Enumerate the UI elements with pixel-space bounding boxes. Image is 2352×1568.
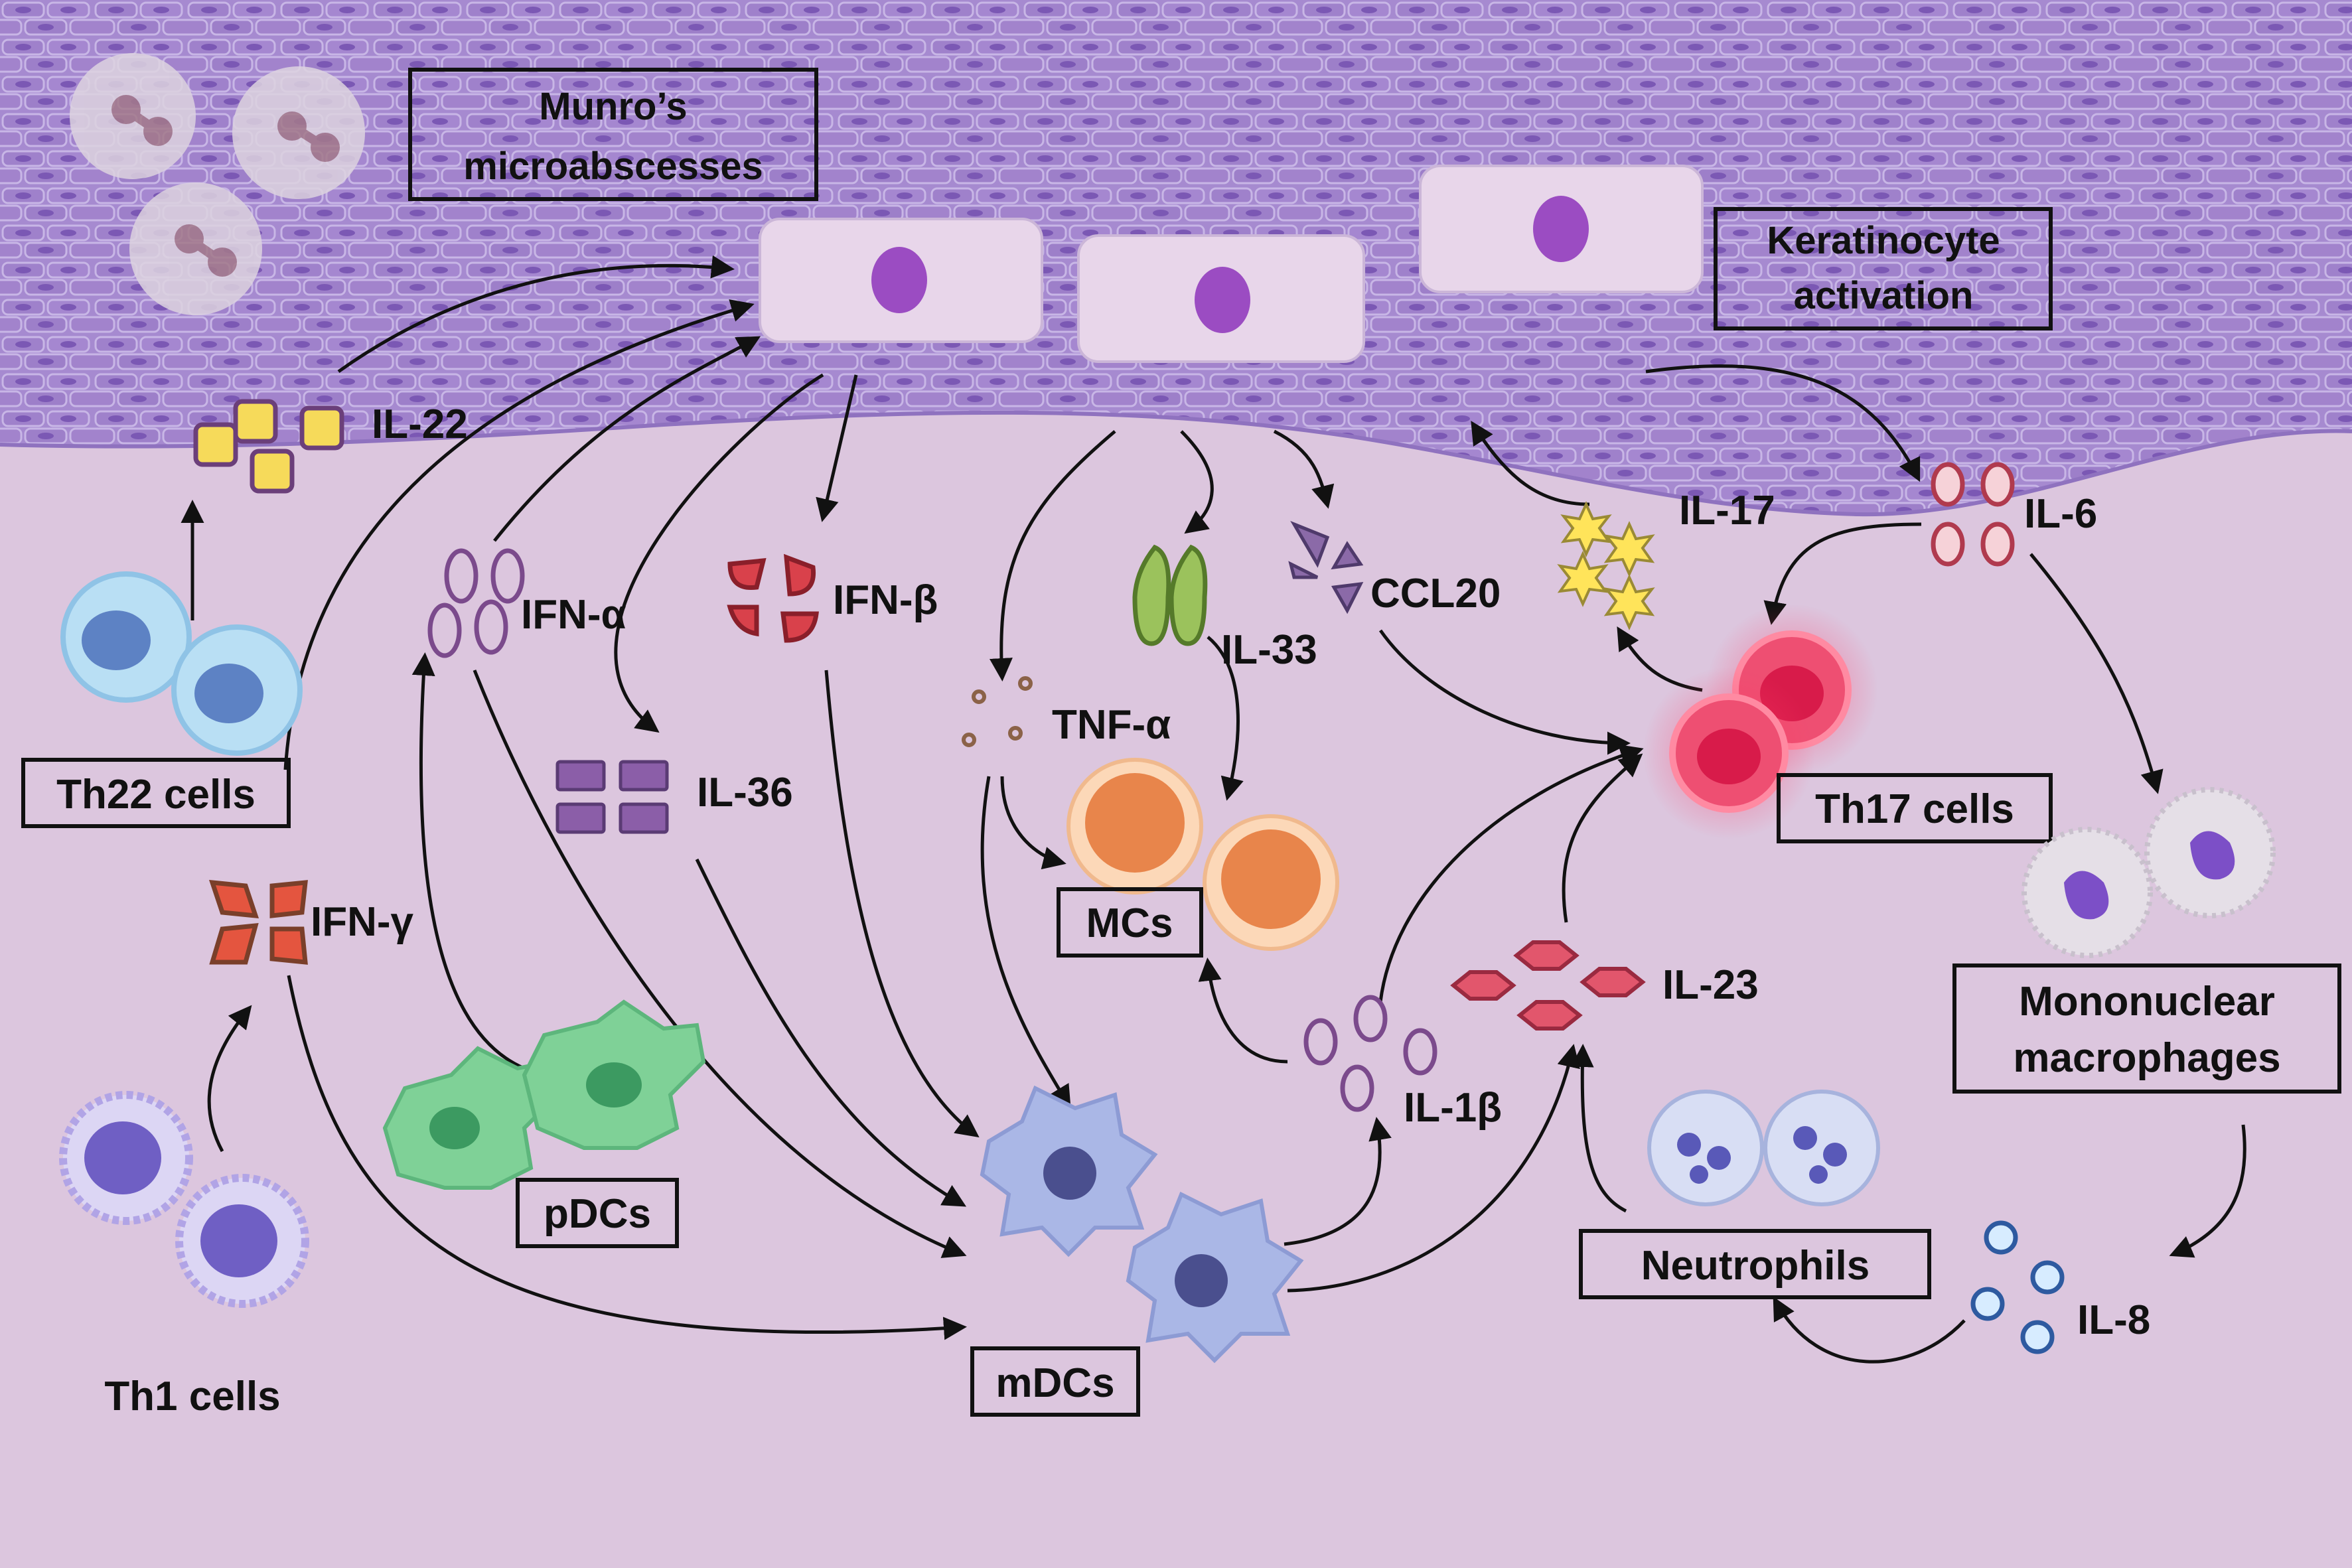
munro-box <box>408 68 818 201</box>
il23-cytokine <box>1450 940 1646 1031</box>
th22-cells <box>60 571 303 756</box>
ifng-label: IFN-γ <box>311 899 414 945</box>
il8-label: IL-8 <box>2077 1297 2150 1343</box>
mast-cells <box>1066 758 1339 951</box>
mdcs-label: mDCs <box>995 1360 1114 1406</box>
keratinocyte-label-line1: Keratinocyte <box>1767 219 2000 262</box>
th17-box <box>1777 773 2053 843</box>
ccl20-label: CCL20 <box>1370 571 1501 616</box>
il17-label: IL-17 <box>1679 488 1775 534</box>
keratinocyte-activation-box <box>1714 207 2053 330</box>
il23-label: IL-23 <box>1662 962 1759 1008</box>
ccl20-cytokine <box>1288 520 1364 614</box>
mdc-cells <box>980 1085 1304 1364</box>
keratinocyte-label-line2: activation <box>1794 274 1974 317</box>
keratinocyte-3 <box>1419 165 1704 293</box>
pdc-cells <box>382 999 706 1190</box>
th17-label: Th17 cells <box>1815 786 2014 832</box>
munro-label-line2: microabscesses <box>463 145 763 188</box>
neutrophils-label: Neutrophils <box>1641 1243 1870 1289</box>
pdcs-label: pDCs <box>544 1191 651 1237</box>
neutrophil-cells <box>1647 1090 1880 1206</box>
pdcs-box <box>516 1178 679 1248</box>
il6-label: IL-6 <box>2024 491 2097 537</box>
neutrophils-box <box>1579 1229 1931 1299</box>
ifna-cytokine <box>427 548 525 658</box>
il36-cytokine <box>555 760 669 834</box>
arrows <box>181 255 2246 1364</box>
th22-label: Th22 cells <box>56 772 256 818</box>
keratinocyte-1 <box>759 218 1043 343</box>
macrophages-label-line2: macrophages <box>2013 1035 2280 1081</box>
tnfa-label: TNF-α <box>1052 702 1171 748</box>
munro-label-line1: Munro’s <box>539 85 687 128</box>
th17-cells <box>1643 604 1878 839</box>
mcs-label: MCs <box>1086 900 1173 946</box>
il22-cytokine <box>193 399 344 494</box>
il33-cytokine <box>1132 544 1208 646</box>
il22-label: IL-22 <box>372 401 468 447</box>
ifnb-cytokine <box>727 553 819 643</box>
il6-cytokine <box>1931 462 2015 567</box>
macrophage-cells <box>2021 787 2276 958</box>
th22-box <box>21 758 291 828</box>
il36-label: IL-36 <box>697 770 793 816</box>
ifna-label: IFN-α <box>521 592 626 638</box>
il1b-label: IL-1β <box>1404 1085 1502 1131</box>
ifnb-label: IFN-β <box>833 577 938 623</box>
tnfa-cytokine <box>962 676 1033 747</box>
mdcs-box <box>970 1346 1140 1417</box>
mcs-box <box>1057 887 1203 958</box>
macrophages-label-line1: Mononuclear <box>2019 979 2275 1025</box>
il33-label: IL-33 <box>1221 627 1317 673</box>
il1b-cytokine <box>1303 995 1437 1112</box>
microabscess-neutrophils <box>70 53 365 315</box>
macrophages-box <box>1952 963 2341 1094</box>
th1-cells <box>59 1091 309 1308</box>
il17-cytokine <box>1557 501 1655 630</box>
keratinocyte-2 <box>1077 234 1365 363</box>
ifng-cytokine <box>208 879 308 965</box>
th1-label: Th1 cells <box>104 1374 280 1419</box>
il8-cytokine <box>1970 1220 2065 1354</box>
